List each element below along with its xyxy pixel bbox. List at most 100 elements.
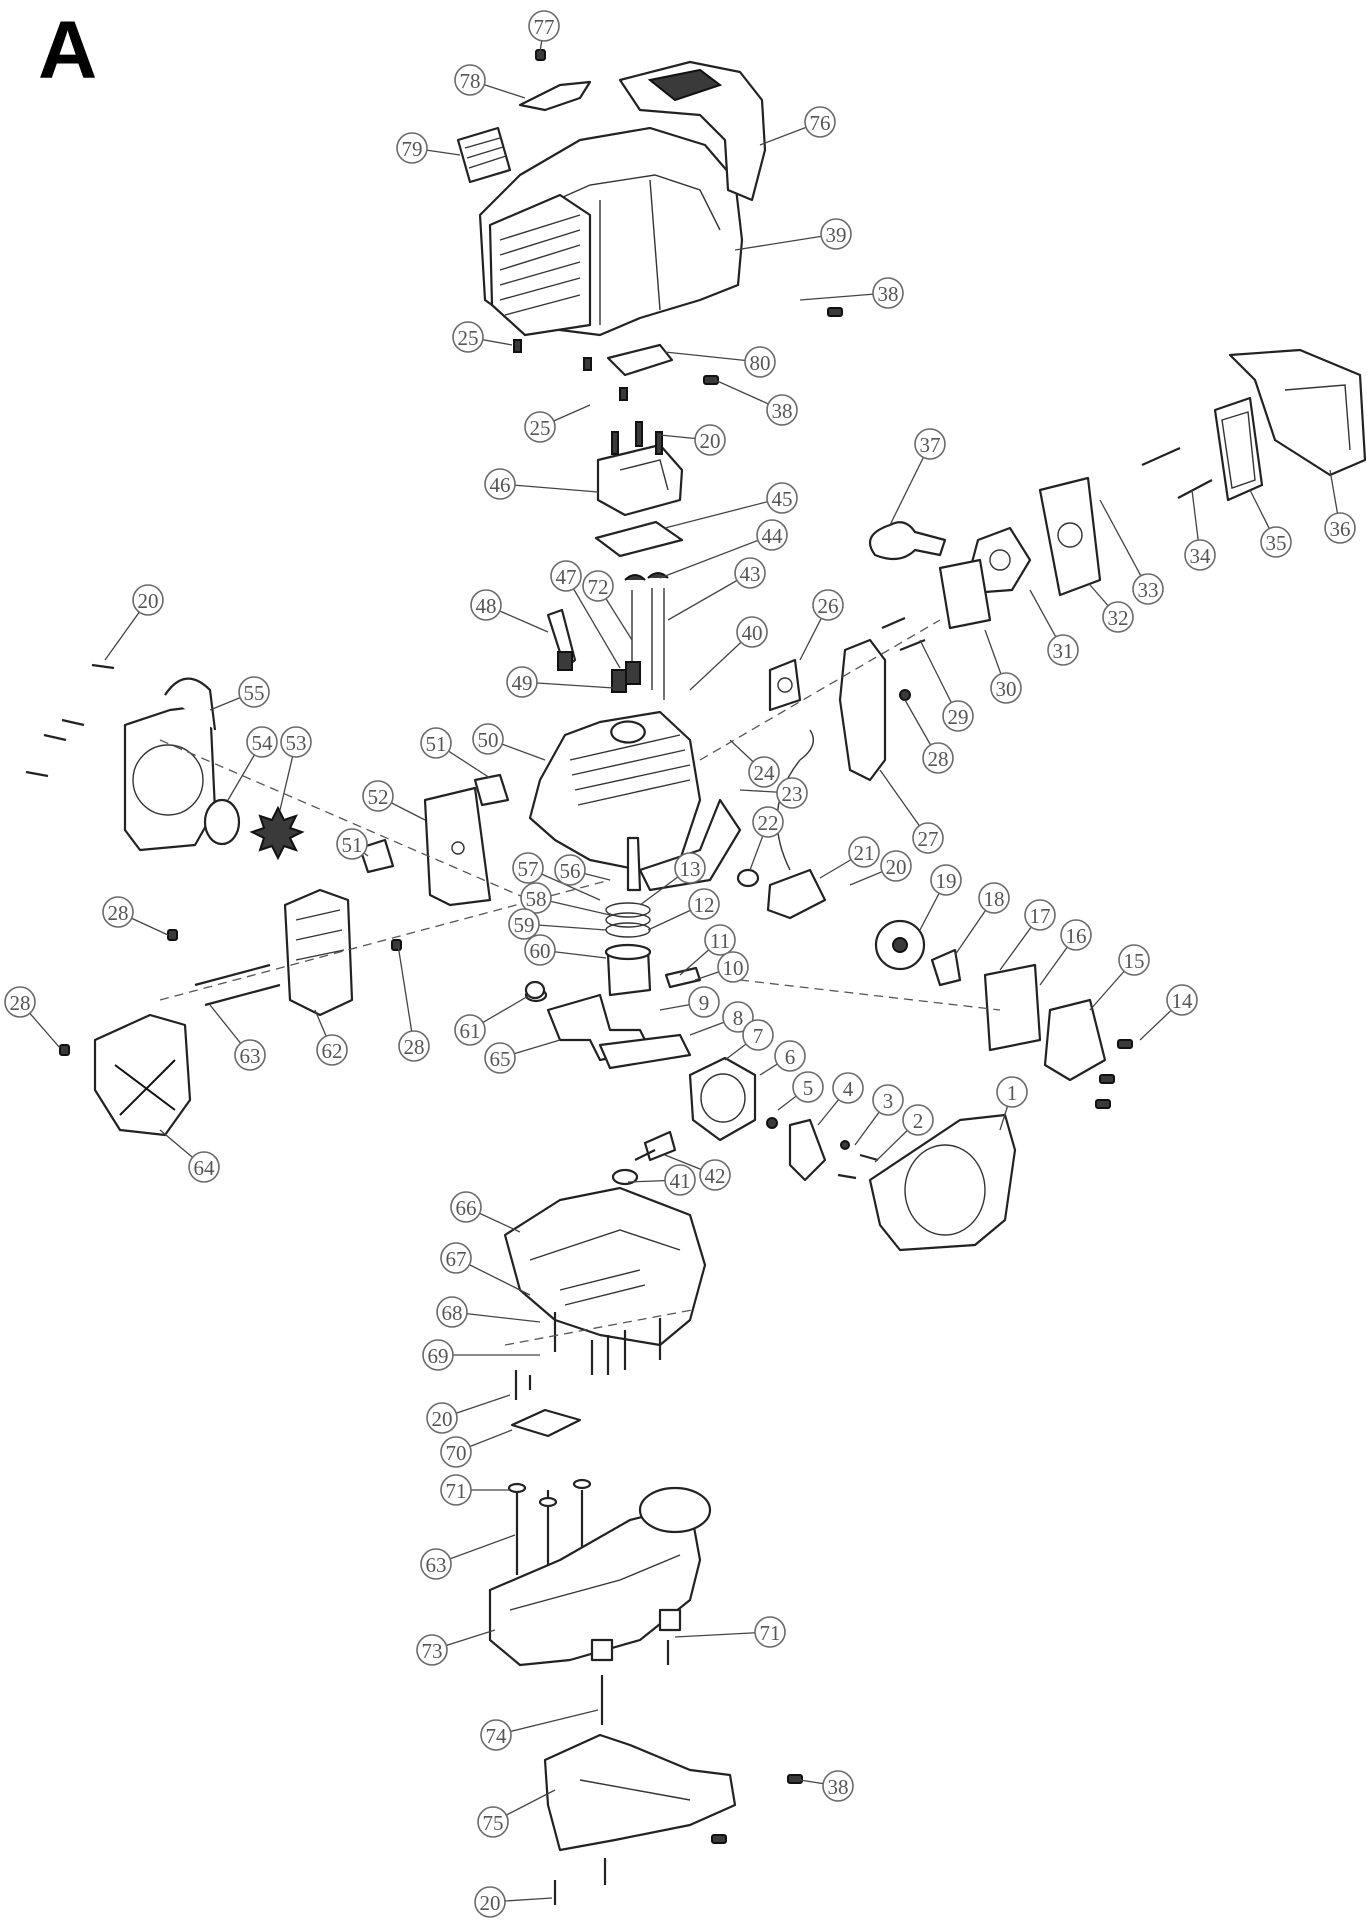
assembly-axes <box>159 619 1001 1346</box>
part-callout-30: 30 <box>990 672 1022 704</box>
callout-bubble <box>470 589 502 621</box>
callout-bubble <box>396 132 428 164</box>
callout-number: 63 <box>240 1044 261 1068</box>
callout-number: 72 <box>588 575 609 599</box>
callout-bubble <box>582 570 614 602</box>
callout-bubble <box>524 411 556 443</box>
callout-number: 8 <box>733 1006 744 1030</box>
part-callout-22: 22 <box>752 806 784 838</box>
callout-number: 13 <box>680 857 701 881</box>
callout-bubble <box>398 1030 430 1062</box>
callout-bubble <box>766 394 798 426</box>
callout-bubble <box>422 1339 454 1371</box>
small-gasket <box>736 868 760 888</box>
callout-bubble <box>420 727 452 759</box>
leader-line <box>664 351 761 363</box>
callout-bubble <box>1132 573 1164 605</box>
callout-bubble <box>722 1001 754 1033</box>
callout-number: 48 <box>476 594 497 618</box>
part-callout-51: 51 <box>336 828 368 860</box>
callout-bubble <box>512 852 544 884</box>
spark-plug <box>546 608 577 671</box>
part-callout-71: 71 <box>754 1616 786 1648</box>
callout-number: 9 <box>699 991 710 1015</box>
callout-number: 14 <box>1172 989 1194 1013</box>
part-callout-63: 63 <box>234 1039 266 1071</box>
callout-number: 52 <box>368 785 389 809</box>
callout-bubble <box>766 482 798 514</box>
part-callout-78: 78 <box>454 64 486 96</box>
part-callout-6: 6 <box>774 1040 806 1072</box>
callout-bubble <box>774 1040 806 1072</box>
callout-bubble <box>102 896 134 928</box>
callout-number: 69 <box>428 1344 449 1368</box>
part-callout-20: 20 <box>426 1402 458 1434</box>
part-callout-26: 26 <box>812 589 844 621</box>
callout-bubble <box>912 822 944 854</box>
part-callout-60: 60 <box>524 934 556 966</box>
part-callout-45: 45 <box>766 482 798 514</box>
callout-bubble <box>528 10 560 42</box>
clutch-shoe <box>766 1117 879 1182</box>
callout-bubble <box>420 1548 452 1580</box>
piston <box>604 836 652 997</box>
part-callout-50: 50 <box>472 723 504 755</box>
callout-bubble <box>426 1402 458 1434</box>
part-callout-38: 38 <box>822 1770 854 1802</box>
ignition-coil <box>766 729 827 920</box>
callout-number: 20 <box>886 855 907 879</box>
callout-number: 4 <box>843 1077 854 1101</box>
vent-plate <box>456 126 512 184</box>
part-callout-49: 49 <box>506 666 538 698</box>
part-callout-14: 14 <box>1166 984 1198 1016</box>
part-callout-67: 67 <box>440 1242 472 1274</box>
leader-line <box>659 534 773 579</box>
callout-bubble <box>1184 539 1216 571</box>
part-callout-12: 12 <box>688 888 720 920</box>
part-callout-61: 61 <box>454 1014 486 1046</box>
callout-number: 38 <box>878 282 899 306</box>
part-callout-16: 16 <box>1060 919 1092 951</box>
callout-bubble <box>450 1191 482 1223</box>
callout-number: 37 <box>920 433 941 457</box>
callout-number: 61 <box>460 1019 481 1043</box>
callout-bubble <box>688 986 720 1018</box>
callout-bubble <box>990 672 1022 704</box>
callout-number: 26 <box>818 594 839 618</box>
callout-number: 20 <box>700 429 721 453</box>
callout-bubble <box>280 726 312 758</box>
part-callout-44: 44 <box>756 519 788 551</box>
callout-number: 55 <box>244 681 265 705</box>
cylinder-head <box>528 710 742 892</box>
callout-number: 12 <box>694 893 715 917</box>
callout-bubble <box>520 882 552 914</box>
part-callout-18: 18 <box>978 882 1010 914</box>
callout-number: 25 <box>458 326 479 350</box>
callout-bubble <box>744 346 776 378</box>
callout-bubble <box>316 1034 348 1066</box>
bearing <box>524 980 546 1000</box>
part-callout-62: 62 <box>316 1034 348 1066</box>
air-cleaner-cover <box>1228 348 1367 477</box>
part-callout-24: 24 <box>748 756 780 788</box>
part-callout-47: 47 <box>550 560 582 592</box>
callout-number: 23 <box>782 782 803 806</box>
top-cover-cap <box>618 60 767 202</box>
part-callout-69: 69 <box>422 1339 454 1371</box>
callout-number: 80 <box>750 351 771 375</box>
callout-bubble <box>930 864 962 896</box>
part-callout-39: 39 <box>820 218 852 250</box>
part-callout-65: 65 <box>484 1042 516 1074</box>
recoil-housing <box>123 677 217 852</box>
callout-bubble <box>704 924 736 956</box>
callout-number: 51 <box>426 732 447 756</box>
part-callout-54: 54 <box>246 726 278 758</box>
callout-bubble <box>748 756 780 788</box>
part-callout-1: 1 <box>996 1076 1028 1108</box>
callout-bubble <box>436 1296 468 1328</box>
callout-bubble <box>996 1076 1028 1108</box>
callout-number: 27 <box>918 827 939 851</box>
callout-number: 32 <box>1108 606 1129 630</box>
callout-bubble <box>484 468 516 500</box>
